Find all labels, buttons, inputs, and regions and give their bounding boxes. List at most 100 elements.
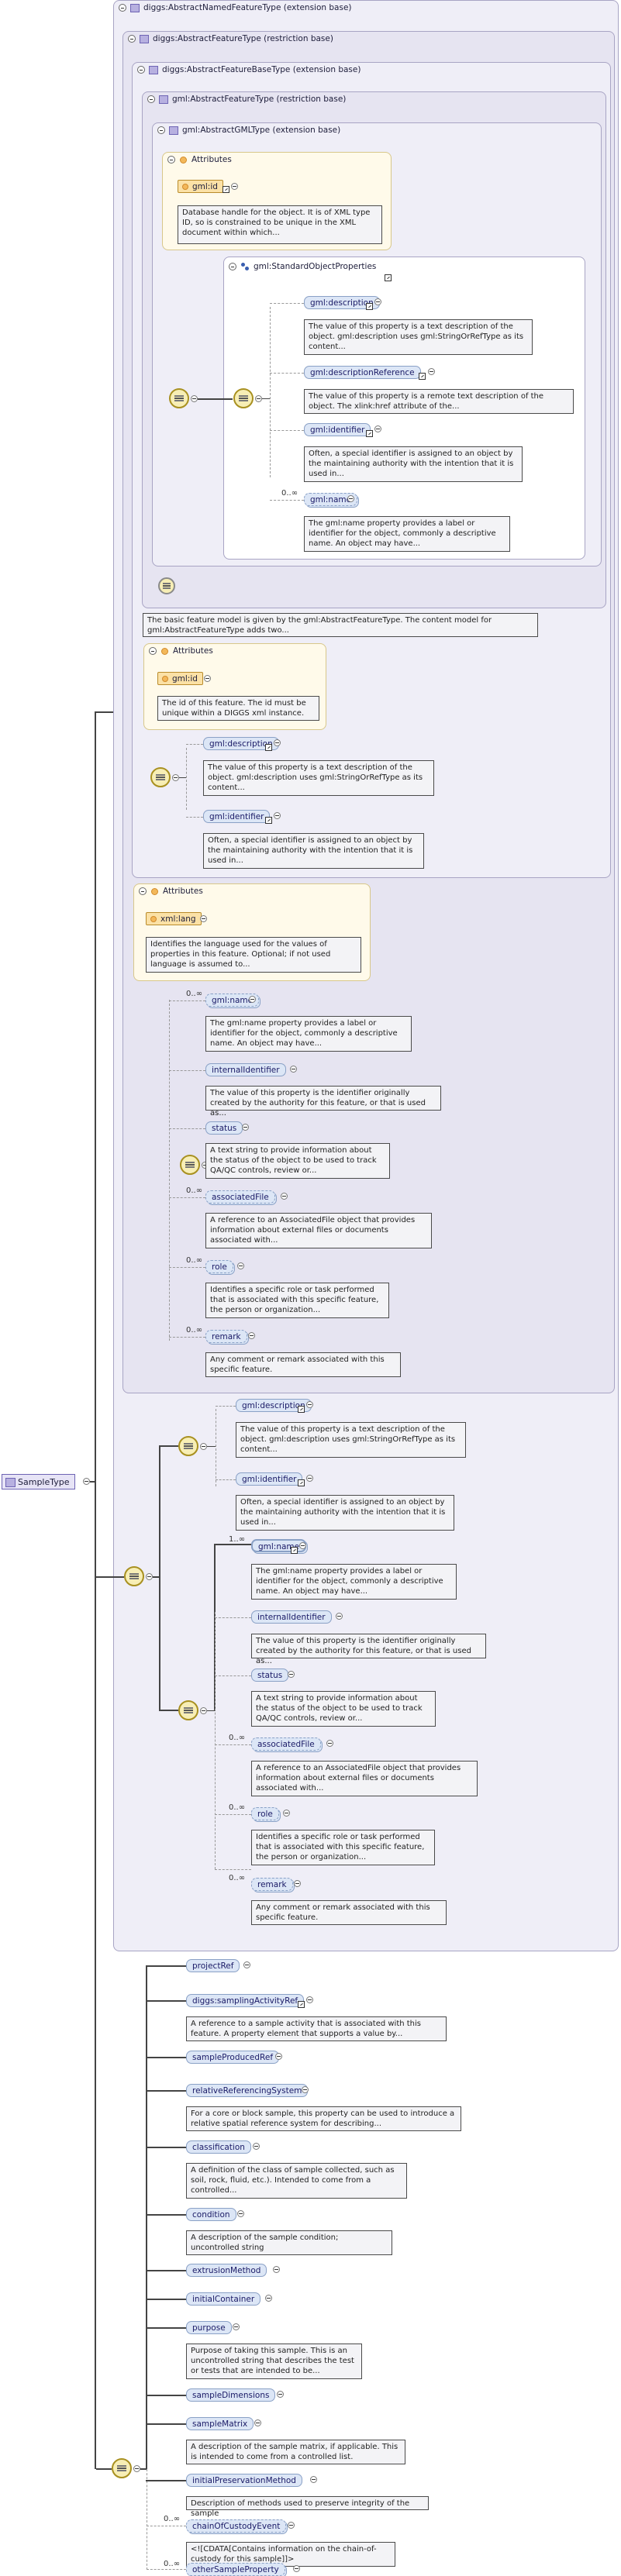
sequence-compositor[interactable]	[180, 1155, 200, 1175]
element-gml-identifier[interactable]: gml:identifier	[203, 810, 271, 823]
element-initial-container[interactable]: initialContainer	[186, 2292, 261, 2306]
expand-toggle[interactable]	[253, 2143, 260, 2150]
expand-toggle[interactable]	[347, 495, 354, 502]
expand-toggle[interactable]	[191, 395, 198, 402]
element-associated-file[interactable]: associatedFile	[205, 1190, 275, 1204]
expand-toggle[interactable]	[83, 1478, 90, 1485]
expand-toggle[interactable]	[233, 2323, 240, 2330]
expand-toggle[interactable]	[265, 2295, 272, 2302]
collapse-toggle[interactable]	[119, 4, 126, 12]
element-sample-matrix[interactable]: sampleMatrix	[186, 2417, 254, 2430]
link-icon[interactable]	[366, 303, 373, 310]
element-relative-referencing-system[interactable]: relativeReferencingSystem	[186, 2084, 309, 2097]
expand-toggle[interactable]	[274, 812, 281, 819]
link-icon[interactable]	[265, 744, 272, 751]
element-internal-identifier[interactable]: internalIdentifier	[251, 1610, 332, 1624]
expand-toggle[interactable]	[283, 1810, 290, 1817]
expand-toggle[interactable]	[237, 1262, 244, 1269]
element-remark[interactable]: remark	[205, 1330, 247, 1343]
element-gml-description[interactable]: gml:description	[304, 296, 380, 309]
attribute-gml-id[interactable]: gml:id	[157, 672, 203, 685]
attribute-xml-lang[interactable]: xml:lang	[146, 912, 202, 925]
collapse-toggle[interactable]	[149, 647, 157, 655]
expand-toggle[interactable]	[299, 1542, 306, 1549]
element-gml-name[interactable]: gml:name	[251, 1539, 307, 1552]
expand-toggle[interactable]	[374, 298, 381, 305]
expand-toggle[interactable]	[255, 395, 262, 402]
element-role[interactable]: role	[251, 1807, 279, 1820]
link-icon[interactable]	[298, 1406, 305, 1413]
element-initial-preservation-method[interactable]: initialPreservationMethod	[186, 2474, 302, 2487]
expand-toggle[interactable]	[274, 739, 281, 746]
expand-toggle[interactable]	[172, 774, 179, 781]
collapse-toggle[interactable]	[139, 887, 147, 895]
expand-toggle[interactable]	[310, 2476, 317, 2483]
element-condition[interactable]: condition	[186, 2208, 236, 2221]
collapse-toggle[interactable]	[137, 66, 145, 74]
expand-toggle[interactable]	[302, 2086, 309, 2093]
element-gml-identifier[interactable]: gml:identifier	[304, 423, 371, 436]
link-icon[interactable]	[419, 373, 426, 380]
expand-toggle[interactable]	[237, 2210, 244, 2217]
expand-toggle[interactable]	[200, 1443, 207, 1450]
sequence-compositor[interactable]	[178, 1436, 198, 1456]
expand-toggle[interactable]	[306, 1475, 313, 1482]
element-internal-identifier[interactable]: internalIdentifier	[205, 1063, 286, 1076]
element-other-sample-property[interactable]: otherSampleProperty	[186, 2563, 285, 2576]
expand-toggle[interactable]	[254, 2419, 261, 2426]
element-extrusion-method[interactable]: extrusionMethod	[186, 2264, 267, 2277]
root-element-sample-type[interactable]: SampleType	[2, 1474, 75, 1489]
expand-toggle[interactable]	[306, 1401, 313, 1408]
expand-toggle[interactable]	[275, 2053, 282, 2060]
sequence-compositor[interactable]	[112, 2458, 132, 2478]
element-gml-description[interactable]: gml:description	[203, 737, 279, 750]
expand-toggle[interactable]	[290, 1066, 297, 1073]
sequence-compositor[interactable]	[178, 1700, 198, 1720]
expand-toggle[interactable]	[242, 1124, 249, 1131]
sequence-compositor[interactable]	[124, 1566, 144, 1586]
element-sampling-activity-ref[interactable]: diggs:samplingActivityRef	[186, 1994, 305, 2007]
expand-toggle[interactable]	[288, 1671, 295, 1678]
element-classification[interactable]: classification	[186, 2140, 251, 2154]
expand-toggle[interactable]	[133, 2465, 140, 2472]
link-icon[interactable]	[366, 430, 373, 437]
expand-toggle[interactable]	[231, 183, 238, 190]
attribute-gml-id[interactable]: gml:id	[178, 180, 223, 193]
link-icon[interactable]	[291, 1547, 298, 1554]
collapse-toggle[interactable]	[128, 35, 136, 43]
element-gml-name[interactable]: gml:name	[304, 493, 358, 506]
link-icon[interactable]	[385, 274, 392, 281]
collapse-toggle[interactable]	[147, 95, 155, 103]
collapse-toggle[interactable]	[157, 126, 165, 134]
element-project-ref[interactable]: projectRef	[186, 1959, 240, 1972]
element-sample-produced-ref[interactable]: sampleProducedRef	[186, 2051, 280, 2064]
expand-toggle[interactable]	[374, 425, 381, 432]
link-icon[interactable]	[265, 817, 272, 824]
element-role[interactable]: role	[205, 1260, 233, 1273]
collapse-toggle[interactable]	[229, 263, 236, 270]
expand-toggle[interactable]	[146, 1573, 153, 1580]
element-chain-of-custody-event[interactable]: chainOfCustodyEvent	[186, 2519, 287, 2533]
expand-toggle[interactable]	[294, 1880, 301, 1887]
sequence-compositor[interactable]	[150, 767, 171, 787]
element-status[interactable]: status	[205, 1121, 243, 1135]
expand-toggle[interactable]	[204, 675, 211, 682]
element-gml-description-reference[interactable]: gml:descriptionReference	[304, 366, 421, 379]
expand-toggle[interactable]	[293, 2565, 300, 2572]
collapse-toggle[interactable]	[167, 156, 175, 164]
expand-toggle[interactable]	[273, 2266, 280, 2273]
expand-toggle[interactable]	[249, 996, 256, 1003]
link-icon[interactable]	[298, 2001, 305, 2008]
expand-toggle[interactable]	[288, 2522, 295, 2529]
expand-toggle[interactable]	[306, 1996, 313, 2003]
sequence-compositor[interactable]	[233, 388, 254, 408]
element-gml-identifier[interactable]: gml:identifier	[236, 1472, 303, 1486]
sequence-compositor[interactable]	[169, 388, 189, 408]
link-icon[interactable]	[223, 186, 229, 193]
expand-toggle[interactable]	[277, 2391, 284, 2398]
expand-toggle[interactable]	[243, 1961, 250, 1968]
element-remark[interactable]: remark	[251, 1878, 293, 1891]
expand-toggle[interactable]	[281, 1193, 288, 1200]
expand-toggle[interactable]	[200, 915, 207, 922]
element-purpose[interactable]: purpose	[186, 2321, 232, 2334]
